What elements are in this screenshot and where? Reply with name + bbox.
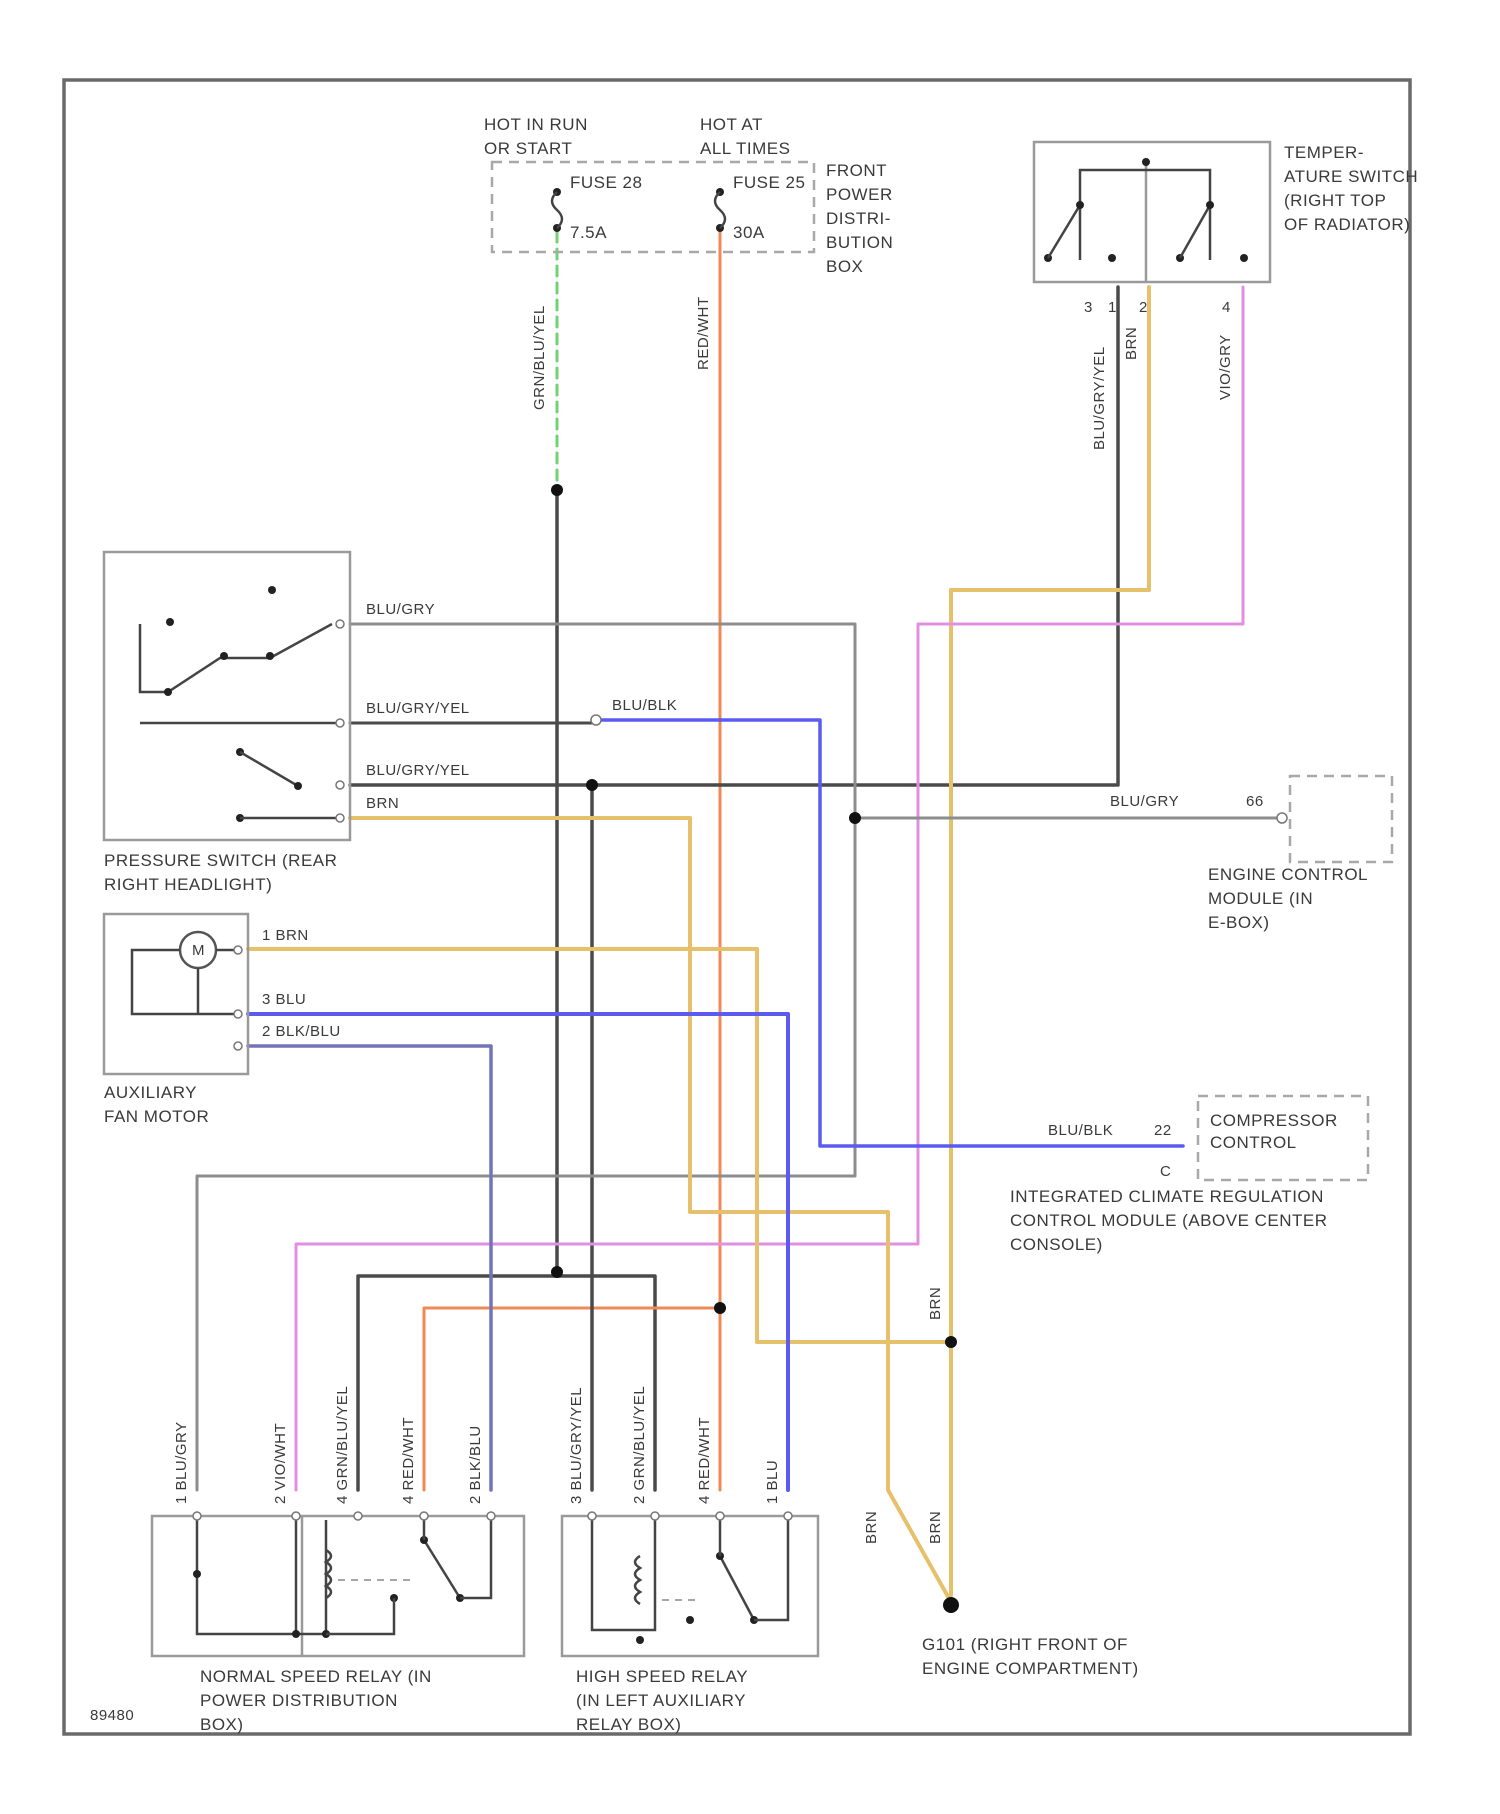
splice-dot bbox=[551, 484, 563, 496]
label-grn-blu-yel-top: GRN/BLU/YEL bbox=[531, 305, 548, 410]
label-brn-ground-3: BRN bbox=[927, 1511, 944, 1544]
temp-pin-4: 4 bbox=[1222, 299, 1231, 316]
fuse-28-rating: 7.5A bbox=[570, 223, 607, 242]
label-fan-blu: 3 BLU bbox=[262, 991, 306, 1008]
pressure-switch bbox=[104, 552, 350, 840]
splice-points bbox=[551, 484, 957, 1348]
connector-c-ecm bbox=[1277, 813, 1287, 823]
diagram-id: 89480 bbox=[90, 1707, 134, 1724]
fuse-28-name: FUSE 28 bbox=[570, 173, 642, 192]
ground-g101-icon bbox=[943, 1597, 959, 1613]
temp-pin-1: 1 bbox=[1108, 299, 1117, 316]
wire-brn-ps bbox=[350, 818, 951, 1602]
connector-c-ps bbox=[591, 715, 601, 725]
label-vio-gry-temp: VIO/GRY bbox=[1217, 334, 1234, 400]
label-relay-h-4: 1 BLU bbox=[764, 1460, 781, 1504]
temp-pin-3: 3 bbox=[1084, 299, 1093, 316]
high-speed-relay bbox=[562, 1512, 818, 1656]
fan-motor-symbol: M bbox=[192, 942, 205, 959]
splice-dot bbox=[849, 812, 861, 824]
label-relay-h-2: 2 GRN/BLU/YEL bbox=[631, 1386, 648, 1504]
climate-connector: C bbox=[1160, 1163, 1171, 1180]
fuse-25-rating: 30A bbox=[733, 223, 765, 242]
temp-pin-2: 2 bbox=[1139, 299, 1148, 316]
normal-speed-relay bbox=[152, 1512, 524, 1656]
label-brn-ground-2: BRN bbox=[863, 1511, 880, 1544]
label-blu-blk-ps: BLU/BLK bbox=[612, 697, 677, 714]
label-relay-n-3: 4 GRN/BLU/YEL bbox=[334, 1386, 351, 1504]
splice-dot bbox=[714, 1302, 726, 1314]
engine-control-module-box bbox=[1290, 776, 1392, 862]
fuse-25-name: FUSE 25 bbox=[733, 173, 805, 192]
label-brn-ps: BRN bbox=[366, 795, 399, 812]
label-fan-brn: 1 BRN bbox=[262, 927, 309, 944]
label-blu-gry-yel-ps2: BLU/GRY/YEL bbox=[366, 762, 470, 779]
ecm-pin: 66 bbox=[1246, 793, 1264, 810]
label-relay-n-1: 1 BLU/GRY bbox=[173, 1421, 190, 1504]
splice-dot bbox=[586, 779, 598, 791]
label-relay-n-5: 2 BLK/BLU bbox=[467, 1425, 484, 1504]
label-brn-ground-1: BRN bbox=[927, 1287, 944, 1320]
auxiliary-fan-motor bbox=[104, 914, 248, 1074]
label-relay-n-4: 4 RED/WHT bbox=[400, 1417, 417, 1504]
label-relay-h-1: 3 BLU/GRY/YEL bbox=[568, 1387, 585, 1504]
label-relay-n-2: 2 VIO/WHT bbox=[272, 1423, 289, 1504]
splice-dot bbox=[945, 1336, 957, 1348]
label-blu-gry-yel-temp: BLU/GRY/YEL bbox=[1091, 346, 1108, 450]
splice-dot bbox=[551, 1266, 563, 1278]
label-blu-blk-climate: BLU/BLK bbox=[1048, 1122, 1113, 1139]
label-red-wht-top: RED/WHT bbox=[695, 297, 712, 371]
label-blu-gry-ps: BLU/GRY bbox=[366, 601, 435, 618]
label-brn-temp: BRN bbox=[1123, 327, 1140, 360]
climate-pin: 22 bbox=[1154, 1122, 1172, 1139]
temperature-switch bbox=[1034, 142, 1270, 282]
label-blu-gry-yel-ps1: BLU/GRY/YEL bbox=[366, 700, 470, 717]
label-blu-gry-ecm: BLU/GRY bbox=[1110, 793, 1179, 810]
label-fan-blk-blu: 2 BLK/BLU bbox=[262, 1023, 341, 1040]
wires bbox=[197, 232, 1278, 1602]
wire-vio-gry bbox=[296, 287, 1243, 1490]
label-relay-h-3: 4 RED/WHT bbox=[696, 1417, 713, 1504]
